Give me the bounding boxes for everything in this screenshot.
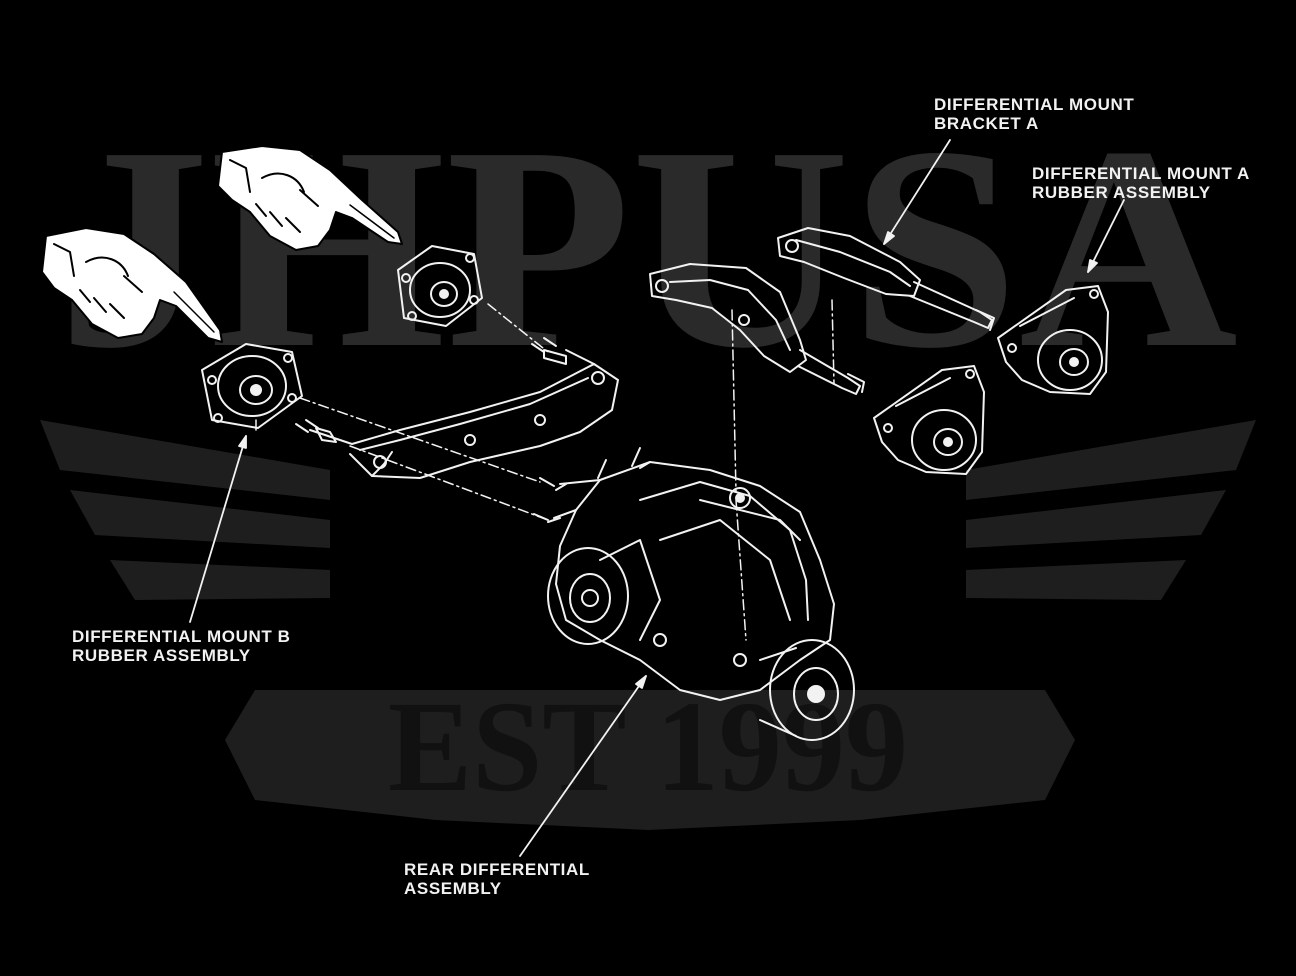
mount-a-rubber-assembly bbox=[997, 285, 1109, 395]
mount-b-rubber-assembly bbox=[201, 343, 303, 429]
alignment-lines bbox=[255, 299, 835, 641]
rear-differential-assembly bbox=[533, 447, 855, 741]
differential-mount-bracket-a bbox=[777, 227, 995, 331]
mount-a-bracket-lower bbox=[649, 263, 865, 395]
mount-b-rubber-upper bbox=[397, 245, 483, 327]
mount-b-bracket bbox=[309, 349, 619, 479]
label-differential-mount-a: DIFFERENTIAL MOUNT A RUBBER ASSEMBLY bbox=[1032, 164, 1250, 202]
pointing-hand-icon bbox=[217, 145, 403, 251]
label-rear-differential-assembly: REAR DIFFERENTIAL ASSEMBLY bbox=[404, 860, 590, 898]
label-differential-mount-bracket-a: DIFFERENTIAL MOUNT BRACKET A bbox=[934, 95, 1134, 133]
label-line: REAR DIFFERENTIAL bbox=[404, 860, 590, 879]
label-differential-mount-b: DIFFERENTIAL MOUNT B RUBBER ASSEMBLY bbox=[72, 627, 291, 665]
label-line: DIFFERENTIAL MOUNT B bbox=[72, 627, 291, 646]
mount-a-rubber-lower bbox=[873, 365, 985, 475]
watermark-brand-text: JHPUSA bbox=[58, 87, 1238, 408]
label-line: DIFFERENTIAL MOUNT A bbox=[1032, 164, 1250, 183]
label-line: BRACKET A bbox=[934, 114, 1039, 133]
label-line: RUBBER ASSEMBLY bbox=[1032, 183, 1211, 202]
label-line: DIFFERENTIAL MOUNT bbox=[934, 95, 1135, 114]
label-line: ASSEMBLY bbox=[404, 879, 502, 898]
label-line: RUBBER ASSEMBLY bbox=[72, 646, 251, 665]
leader-lines bbox=[189, 139, 1125, 857]
pointing-hand-icon bbox=[41, 227, 223, 343]
